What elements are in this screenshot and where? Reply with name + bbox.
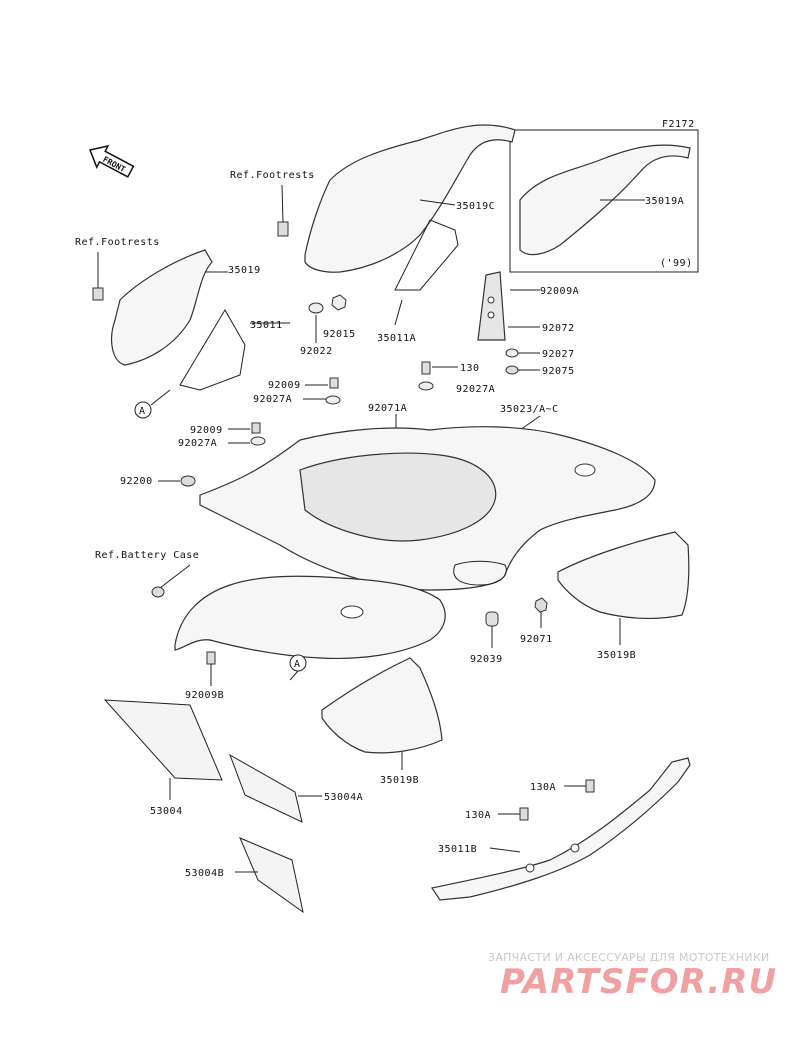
ref-footrests-left: Ref.Footrests	[75, 237, 160, 248]
label-35019B-right: 35019B	[597, 650, 636, 661]
bolt-icon	[277, 221, 289, 237]
callout-a-center-text: A	[294, 659, 300, 670]
rear-fender-inner	[299, 452, 497, 542]
label-92200: 92200	[120, 476, 153, 487]
bolt-92009-a-icon	[329, 377, 339, 389]
bolt-icon-left	[92, 287, 104, 301]
label-130A-a: 130A	[530, 782, 556, 793]
label-92027: 92027	[542, 349, 575, 360]
washer-92027A-a-icon	[325, 395, 341, 405]
decal-53004B	[239, 837, 304, 914]
callout-a-left-text: A	[139, 406, 145, 417]
watermark-tagline: ЗАПЧАСТИ И АКСЕССУАРЫ ДЛЯ МОТОТЕХНИКИ	[488, 951, 770, 964]
rear-fender-35019C	[304, 124, 516, 273]
label-92071: 92071	[520, 634, 553, 645]
label-53004: 53004	[150, 806, 183, 817]
bracket-35011	[179, 309, 246, 391]
label-92022: 92022	[300, 346, 333, 357]
mudflap-35019B-right	[557, 531, 690, 620]
label-130A-b: 130A	[465, 810, 491, 821]
bolt-130-icon	[421, 361, 431, 375]
decal-53004	[103, 699, 223, 781]
washer-92027A-b-icon	[250, 436, 266, 446]
label-35023: 35023/A~C	[500, 404, 559, 415]
label-35019: 35019	[228, 265, 261, 276]
label-35019A: 35019A	[645, 196, 684, 207]
label-53004A: 53004A	[324, 792, 363, 803]
label-92072: 92072	[542, 323, 575, 334]
inset-frame	[509, 129, 699, 273]
label-35011A: 35011A	[377, 333, 416, 344]
bracket-35011A	[394, 219, 459, 291]
label-35019B-bottom: 35019B	[380, 775, 419, 786]
mudflap-35019B-bottom	[321, 657, 443, 754]
ref-battery-case: Ref.Battery Case	[95, 550, 199, 561]
label-92009A: 92009A	[540, 286, 579, 297]
bolt-92009B-icon	[206, 651, 216, 665]
grommet-92039-icon	[485, 611, 499, 627]
left-fender-35019	[111, 249, 213, 366]
bolt-130A-b-icon	[519, 807, 529, 821]
washer-92022-icon	[308, 302, 324, 314]
label-92015: 92015	[323, 329, 356, 340]
label-35019C: 35019C	[456, 201, 495, 212]
ref-footrests-top: Ref.Footrests	[230, 170, 315, 181]
figure-code: F2172	[662, 119, 695, 130]
label-92009-a: 92009	[268, 380, 301, 391]
label-92027A-b: 92027A	[178, 438, 217, 449]
front-fender	[174, 575, 446, 659]
watermark-brand-logo: PARTSFOR.RU	[500, 962, 778, 1002]
nut-92200-icon	[180, 475, 196, 487]
callout-a-left	[134, 401, 152, 419]
washer-92027-icon	[505, 348, 519, 358]
washer-92027A-top-icon	[418, 381, 434, 391]
label-130: 130	[460, 363, 480, 374]
battery-case-stud-icon	[151, 586, 165, 598]
inset-note: ('99)	[660, 258, 693, 269]
label-92075: 92075	[542, 366, 575, 377]
label-35011: 35011	[250, 320, 283, 331]
decal-53004A	[229, 753, 303, 823]
front-arrow-icon: FRONT	[88, 144, 135, 178]
bolt-92009-b-icon	[251, 422, 261, 434]
nut-92071-icon	[534, 597, 548, 613]
label-92027A-top: 92027A	[456, 384, 495, 395]
label-92009B: 92009B	[185, 690, 224, 701]
nut-92015-icon	[331, 294, 347, 311]
bolt-130A-a-icon	[585, 779, 595, 793]
bracket-92072	[477, 271, 506, 341]
bracket-35011B	[431, 757, 691, 901]
label-53004B: 53004B	[185, 868, 224, 879]
label-92009-b: 92009	[190, 425, 223, 436]
nut-92075-icon	[505, 365, 519, 375]
label-92039: 92039	[470, 654, 503, 665]
label-35011B: 35011B	[438, 844, 477, 855]
label-92027A-a: 92027A	[253, 394, 292, 405]
label-92071A: 92071A	[368, 403, 407, 414]
